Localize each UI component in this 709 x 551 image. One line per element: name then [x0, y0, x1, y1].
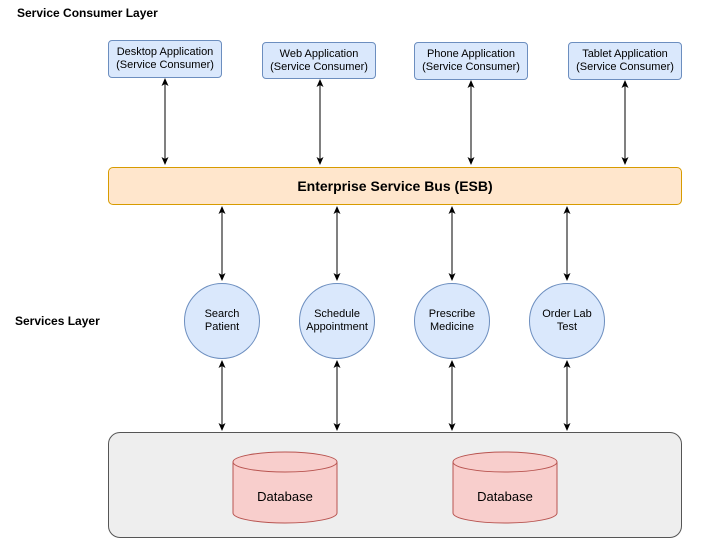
consumer-phone-line2: (Service Consumer) — [422, 61, 520, 73]
database-cylinder-2[interactable] — [452, 451, 558, 524]
consumer-desktop-application[interactable]: Desktop Application (Service Consumer) — [108, 40, 222, 78]
service-schedule-line2: Appointment — [306, 321, 368, 333]
service-search-line1: Search — [204, 308, 240, 320]
service-prescribe-medicine[interactable]: Prescribe Medicine — [414, 283, 490, 359]
service-prescribe-line1: Prescribe — [428, 308, 476, 320]
service-order-line1: Order Lab — [542, 308, 592, 320]
consumer-phone-line1: Phone Application — [426, 48, 516, 60]
consumer-tablet-line2: (Service Consumer) — [576, 61, 674, 73]
service-prescribe-line2: Medicine — [429, 321, 475, 333]
enterprise-service-bus[interactable]: Enterprise Service Bus (ESB) — [108, 167, 682, 205]
consumer-phone-application[interactable]: Phone Application (Service Consumer) — [414, 42, 528, 80]
services-layer-label: Services Layer — [15, 314, 100, 328]
esb-label: Enterprise Service Bus (ESB) — [297, 178, 493, 194]
consumer-web-line2: (Service Consumer) — [270, 60, 368, 73]
database-label-1: Database — [257, 489, 313, 504]
service-search-line2: Patient — [204, 321, 240, 333]
database-cylinder-1[interactable] — [232, 451, 338, 524]
database-layer-container — [108, 432, 682, 538]
consumer-desktop-line2: (Service Consumer) — [116, 59, 214, 71]
service-schedule-appointment[interactable]: Schedule Appointment — [299, 283, 375, 359]
service-search-patient[interactable]: Search Patient — [184, 283, 260, 359]
consumer-web-application[interactable]: Web Application (Service Consumer) — [262, 42, 376, 79]
consumer-layer-label: Service Consumer Layer — [17, 6, 158, 20]
consumer-tablet-line1: Tablet Application — [582, 48, 668, 60]
service-schedule-line1: Schedule — [314, 308, 360, 320]
consumer-tablet-application[interactable]: Tablet Application (Service Consumer) — [568, 42, 682, 80]
consumer-desktop-line1: Desktop Application — [116, 46, 214, 58]
consumer-web-line1: Web Application — [279, 47, 359, 60]
database-label-2: Database — [477, 489, 533, 504]
service-order-line2: Test — [556, 321, 578, 333]
service-order-lab-test[interactable]: Order Lab Test — [529, 283, 605, 359]
